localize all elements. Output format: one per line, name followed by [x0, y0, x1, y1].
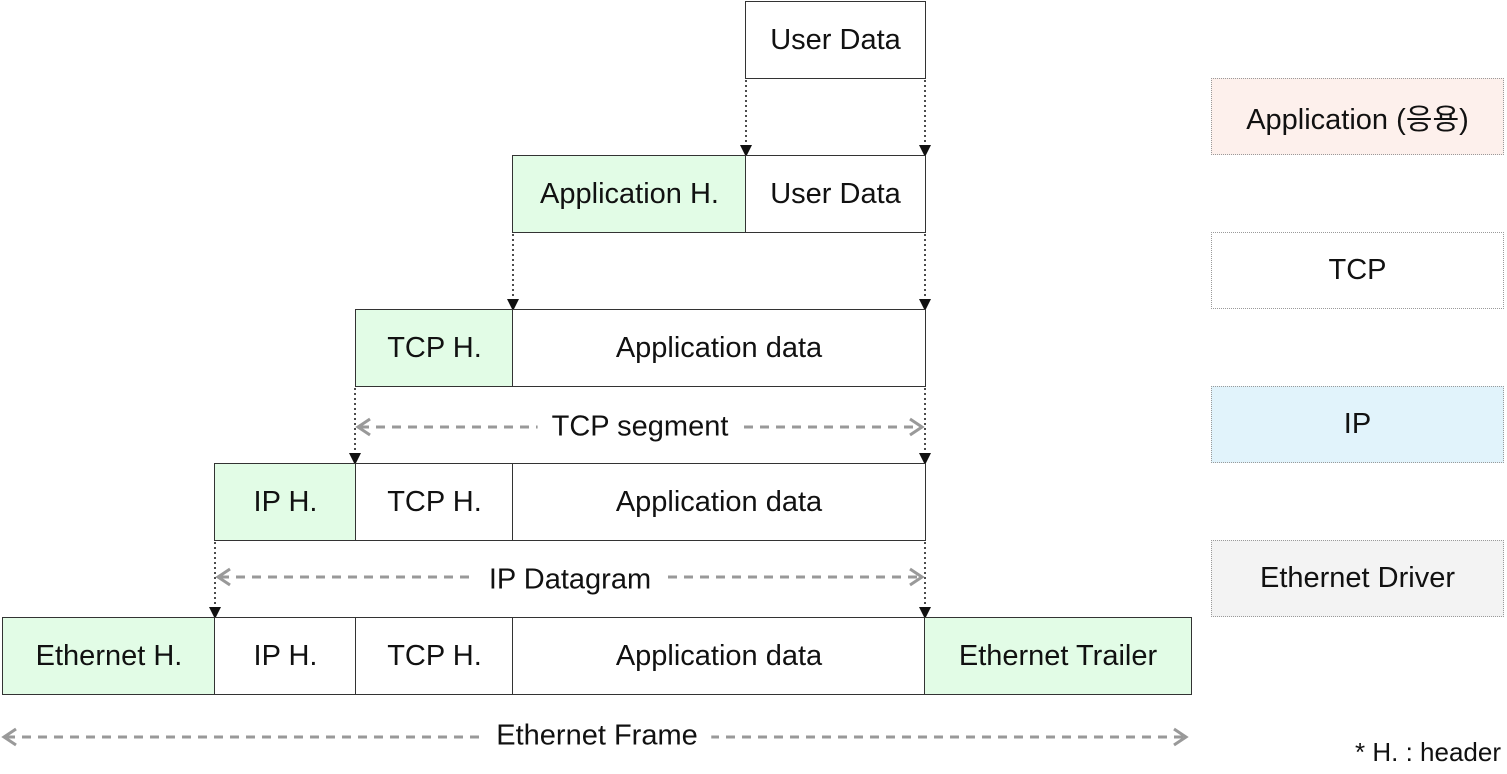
cell-label: Application data: [615, 331, 823, 364]
layer-tcp: TCP: [1211, 232, 1504, 309]
ethernet-frame-arrow: [1, 727, 1189, 747]
cell-label: Application data: [615, 639, 823, 672]
ip-datagram-label: IP Datagram: [474, 563, 666, 597]
layer-ip: IP: [1211, 386, 1504, 463]
cell-label: Ethernet H.: [35, 639, 183, 672]
layer-ip-label: IP: [1343, 408, 1372, 440]
user-data-box: User Data: [745, 155, 926, 233]
ip-header-box: IP H.: [214, 463, 357, 541]
cell-label: IP H.: [253, 639, 318, 672]
cell-label: IP H.: [253, 485, 318, 518]
ethernet-frame-label: Ethernet Frame: [482, 719, 712, 753]
ip-header-box: IP H.: [214, 617, 357, 695]
cell-label: Application H.: [540, 177, 719, 210]
tcp-header-box: TCP H.: [355, 617, 514, 695]
layer-ethernet-driver: Ethernet Driver: [1211, 540, 1504, 617]
ethernet-header-box: Ethernet H.: [2, 617, 216, 695]
layer-application: Application (응용): [1211, 78, 1504, 155]
cell-label: TCP H.: [387, 639, 482, 672]
cell-label: Application data: [615, 485, 823, 518]
tcp-header-box: TCP H.: [355, 463, 514, 541]
user-data-box: User Data: [745, 1, 926, 79]
ip-datagram-arrow: [215, 567, 925, 587]
layer-ethernet-driver-label: Ethernet Driver: [1259, 562, 1455, 594]
layer-application-label: Application (응용): [1246, 103, 1469, 136]
tcp-header-box: TCP H.: [355, 309, 514, 387]
application-data-box: Application data: [512, 309, 926, 387]
application-data-box: Application data: [512, 463, 926, 541]
tcp-segment-label: TCP segment: [537, 410, 743, 444]
footnote: * H. : header: [1355, 737, 1501, 767]
cell-label: Ethernet Trailer: [958, 639, 1158, 672]
cell-label: TCP H.: [387, 485, 482, 518]
application-data-box: Application data: [512, 617, 926, 695]
ethernet-trailer-box: Ethernet Trailer: [924, 617, 1192, 695]
cell-label: TCP H.: [387, 331, 482, 364]
application-header-box: Application H.: [512, 155, 747, 233]
layer-tcp-label: TCP: [1328, 254, 1387, 286]
cell-label: User Data: [770, 177, 901, 210]
cell-label: User Data: [770, 23, 901, 56]
